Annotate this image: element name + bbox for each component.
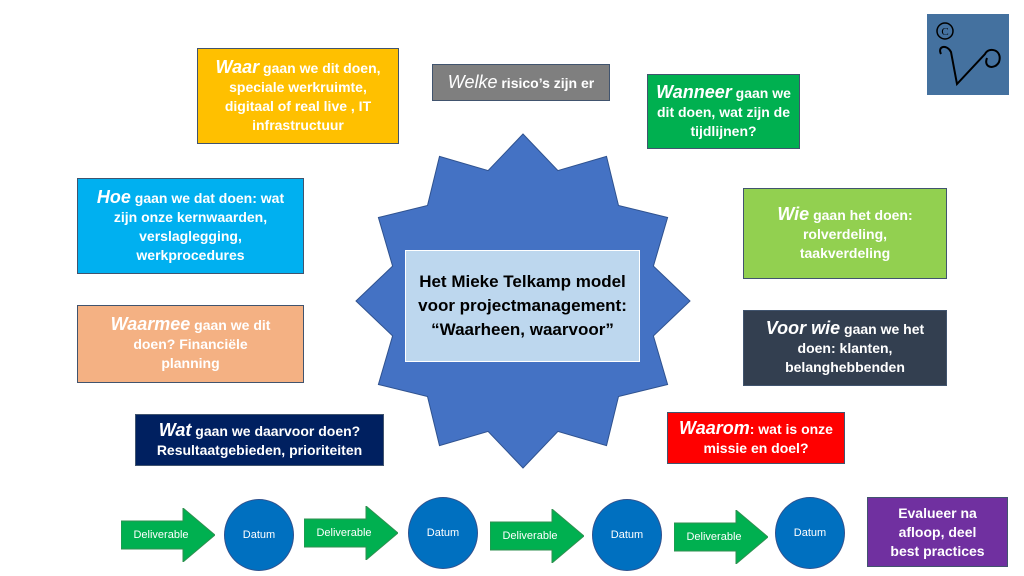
keyword: Wanneer bbox=[656, 81, 732, 102]
box-text: gaan we dit doen, speciale werkruimte, d… bbox=[224, 59, 381, 133]
box-hoe: Hoe gaan we dat doen: wat zijn onze kern… bbox=[77, 178, 304, 274]
keyword: Welke bbox=[447, 71, 498, 92]
box-waar: Waar gaan we dit doen, speciale werkruim… bbox=[197, 48, 399, 144]
box-welke: Welke risico’s zijn er bbox=[432, 64, 610, 101]
date-label: Datum bbox=[426, 527, 460, 539]
keyword: Waarom bbox=[679, 417, 750, 438]
box-text: : wat is onze missie en doel? bbox=[703, 420, 833, 456]
box-wat: Wat gaan we daarvoor doen? Resultaatgebi… bbox=[135, 414, 384, 466]
deliverable-arrow: Deliverable bbox=[674, 510, 768, 564]
box-wanneer: Wanneer gaan we dit doen, wat zijn de ti… bbox=[647, 74, 800, 149]
keyword: Wat bbox=[158, 419, 192, 440]
logo-v-icon: C bbox=[936, 22, 1001, 87]
keyword: Voor wie bbox=[765, 318, 841, 338]
box-wie: Wie gaan het doen: rolverdeling, taakver… bbox=[743, 188, 947, 279]
deliverable-label: Deliverable bbox=[502, 530, 558, 542]
keyword: Waarmee bbox=[110, 314, 191, 334]
box-text: gaan we daarvoor doen? Resultaatgebieden… bbox=[156, 422, 363, 458]
box-text: gaan we het doen: klanten, belanghebbend… bbox=[785, 321, 925, 375]
deliverable-label: Deliverable bbox=[316, 527, 372, 539]
date-circle: Datum bbox=[408, 497, 478, 569]
date-circle: Datum bbox=[775, 497, 845, 569]
deliverable-label: Deliverable bbox=[686, 531, 742, 543]
box-text: gaan we dat doen: wat zijn onze kernwaar… bbox=[113, 189, 285, 263]
keyword: Wie bbox=[777, 203, 810, 224]
box-text: gaan we dit doen, wat zijn de tijdlijnen… bbox=[657, 84, 791, 139]
box-text: gaan het doen: rolverdeling, taakverdeli… bbox=[799, 206, 913, 261]
keyword: Hoe bbox=[96, 186, 131, 207]
copyright-logo: C bbox=[927, 14, 1009, 95]
deliverable-label: Deliverable bbox=[133, 529, 189, 541]
box-waarmee: Waarmee gaan we dit doen? Financiële pla… bbox=[77, 305, 304, 383]
deliverable-arrow: Deliverable bbox=[121, 508, 215, 562]
deliverable-arrow: Deliverable bbox=[490, 509, 584, 563]
box-waarom: Waarom: wat is onze missie en doel? bbox=[667, 412, 845, 464]
date-circle: Datum bbox=[224, 499, 294, 571]
date-label: Datum bbox=[793, 527, 827, 539]
deliverable-arrow: Deliverable bbox=[304, 506, 398, 560]
date-label: Datum bbox=[242, 529, 276, 541]
box-evalueer: Evalueer na afloop, deel best practices bbox=[867, 497, 1008, 567]
svg-text:C: C bbox=[941, 26, 948, 38]
box-text: Evalueer na afloop, deel best practices bbox=[890, 504, 985, 559]
box-text: risico’s zijn er bbox=[497, 74, 595, 91]
box-voor-wie: Voor wie gaan we het doen: klanten, bela… bbox=[743, 310, 947, 386]
box-text: gaan we dit doen? Financiële planning bbox=[133, 317, 271, 371]
keyword: Waar bbox=[215, 56, 260, 77]
center-title: Het Mieke Telkamp model voor projectmana… bbox=[405, 250, 640, 362]
date-circle: Datum bbox=[592, 499, 662, 571]
date-label: Datum bbox=[610, 529, 644, 541]
